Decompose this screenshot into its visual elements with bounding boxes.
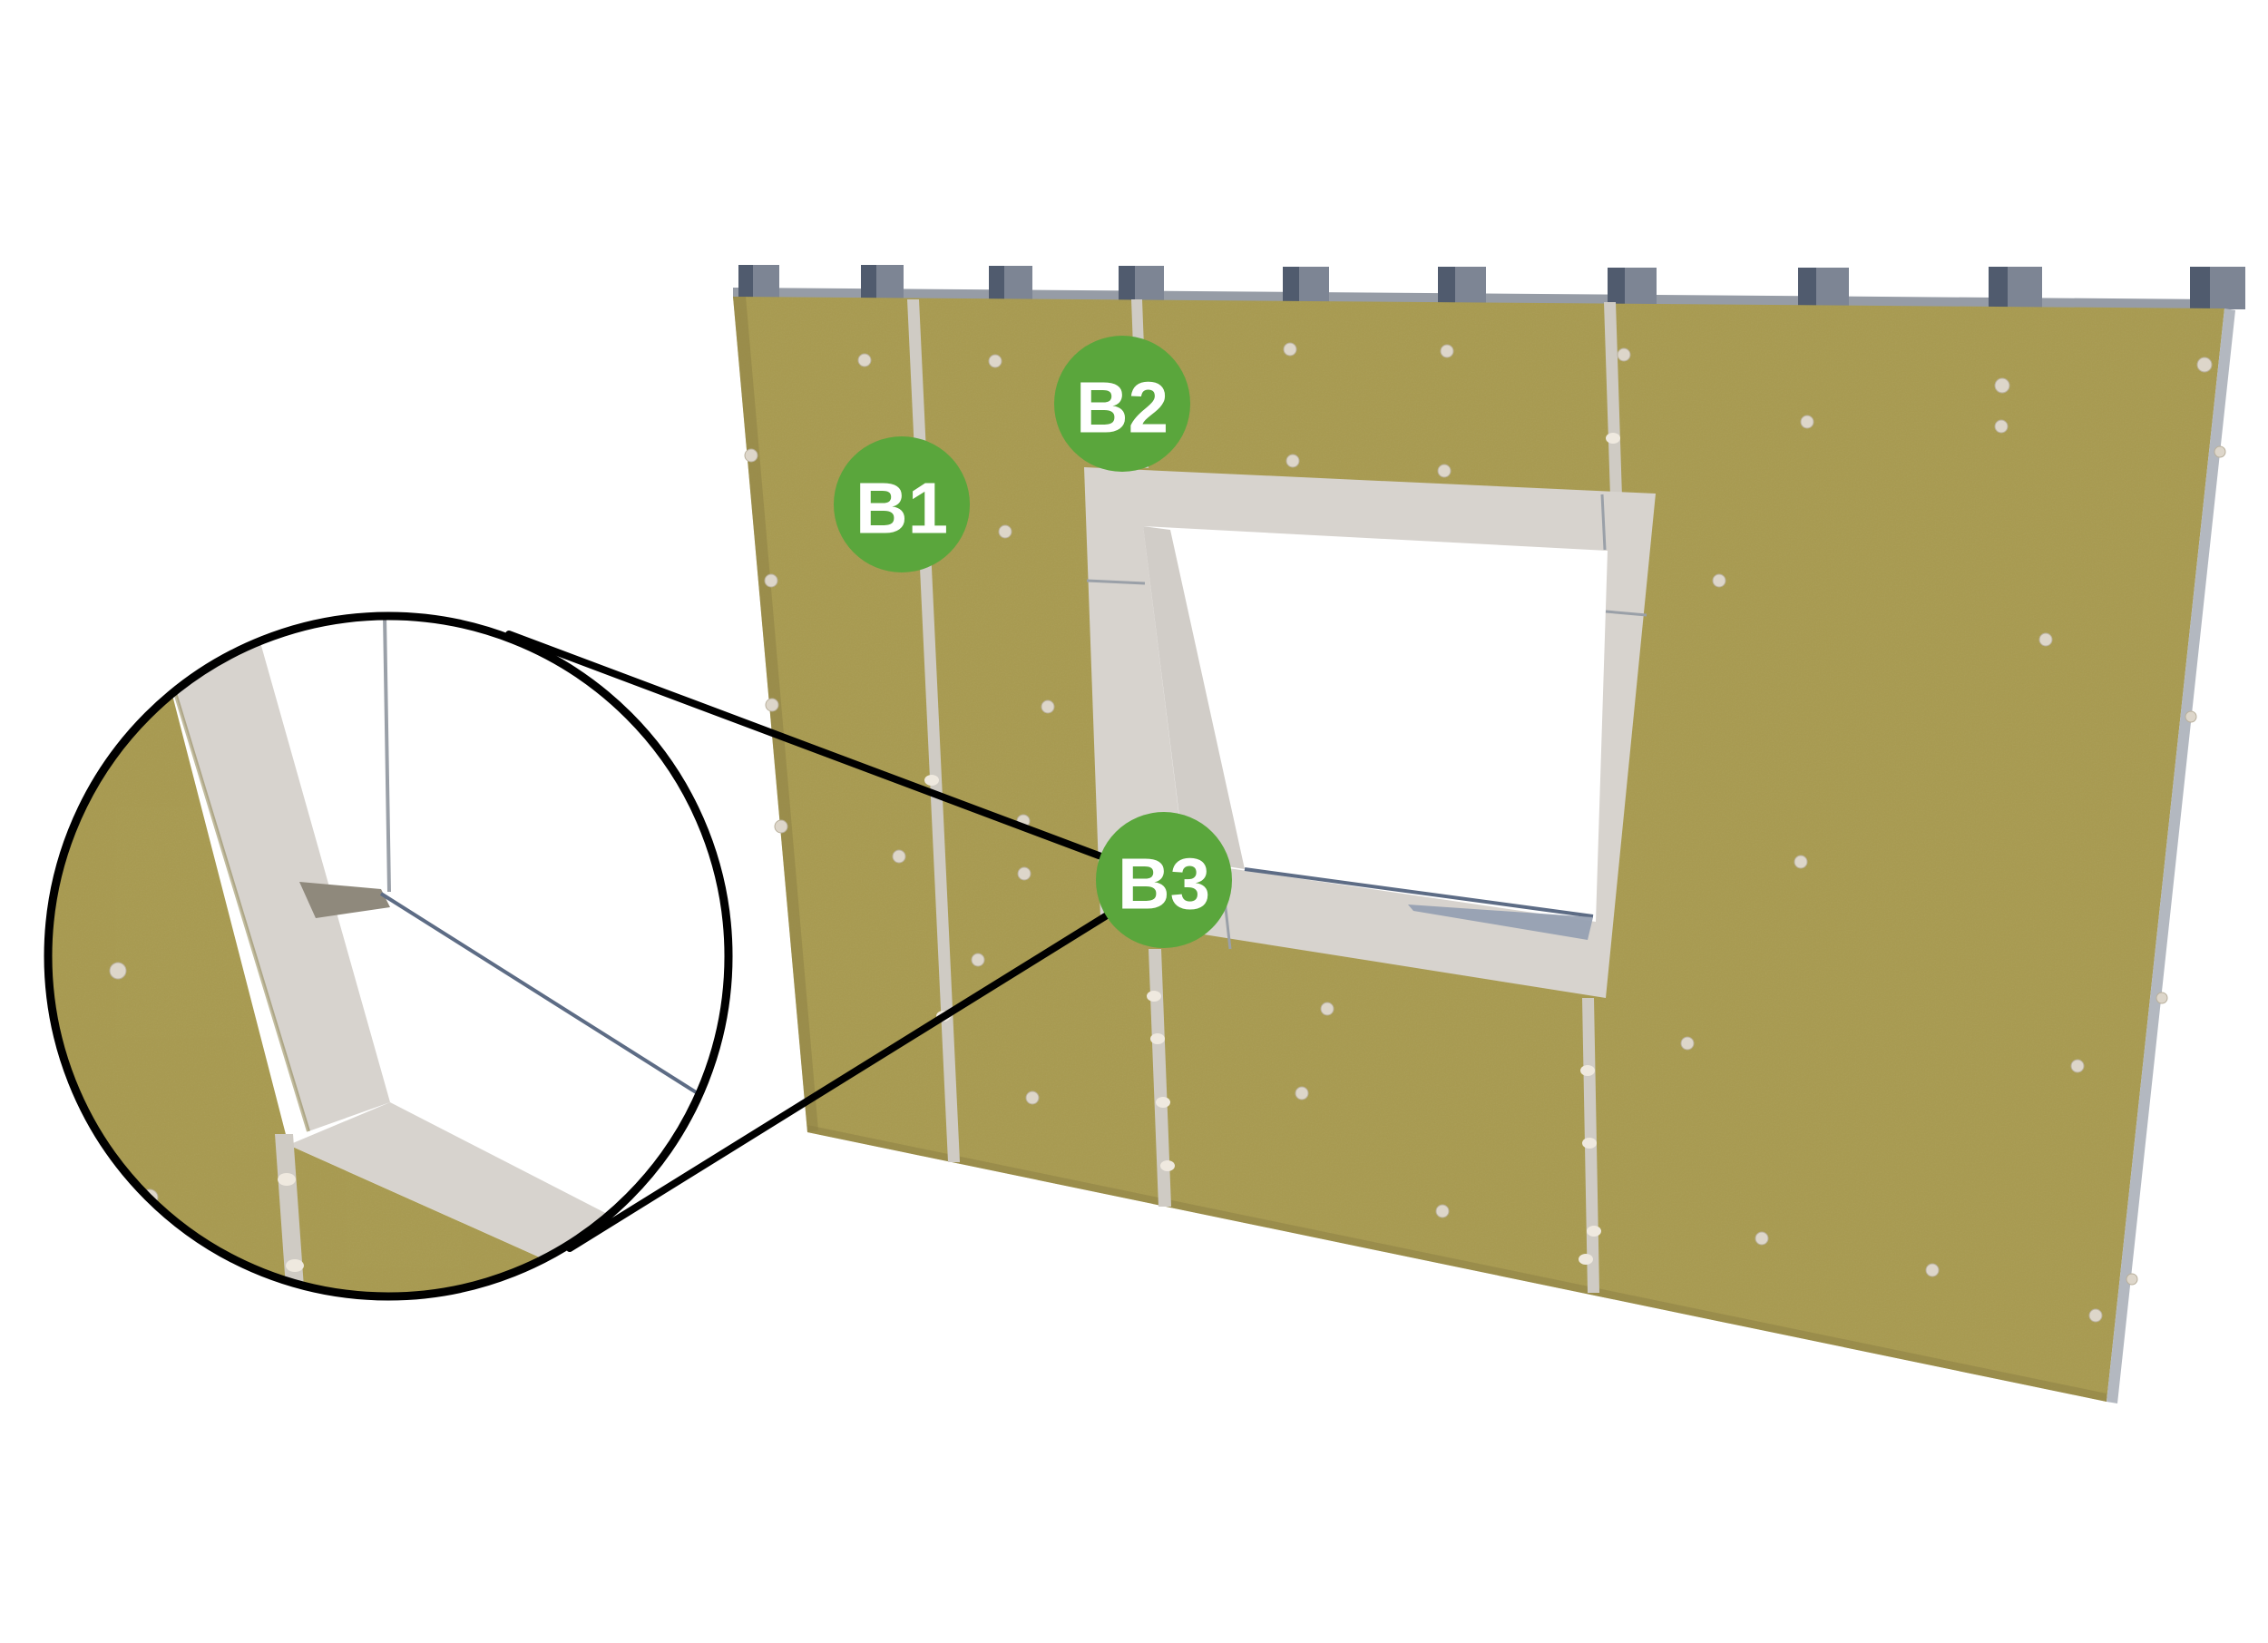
- magnified-corner-line: [383, 620, 391, 893]
- mounting-bracket-icon: [2190, 267, 2245, 309]
- callout-b2-label: B2: [1076, 367, 1168, 448]
- magnified-jamb: [145, 620, 390, 1131]
- mounting-bracket-icon: [989, 266, 1032, 303]
- mounting-bracket-icon: [1989, 267, 2042, 308]
- seam-above-window-right: [1604, 302, 1622, 497]
- wall-left-edge-shade: [733, 297, 818, 1132]
- dowel-dots: [744, 342, 2226, 1323]
- sill-inner-edge: [1244, 867, 1594, 918]
- mounting-bracket-icon: [738, 265, 779, 301]
- callout-lines: [505, 631, 1168, 1252]
- mounting-bracket-icon: [1283, 267, 1329, 305]
- frame-seam-right: [1605, 610, 1647, 617]
- mounting-bracket-icon: [861, 265, 904, 302]
- window-reveal-shade: [1143, 526, 1245, 869]
- wall-bottom-edge-shade: [807, 1125, 2107, 1402]
- mounting-bracket-icon: [1608, 268, 1657, 308]
- frame-seam-left: [1086, 579, 1146, 585]
- magnifier-detail: [44, 611, 733, 1301]
- callout-b1-label: B1: [855, 468, 948, 549]
- seam-below-window-left: [1149, 949, 1171, 1207]
- wall-right-edge-face: [2107, 308, 2235, 1403]
- mounting-brackets: [738, 265, 2245, 309]
- callout-b1[interactable]: B1: [834, 436, 970, 572]
- mounting-bracket-icon: [1438, 267, 1486, 306]
- callout-b3-circle[interactable]: [1096, 812, 1232, 948]
- magnified-corner-wedge: [299, 882, 390, 918]
- frame-seam-top-right: [1600, 494, 1607, 551]
- mounting-bracket-icon: [1119, 266, 1164, 304]
- mounting-bracket-icon: [1798, 268, 1849, 308]
- sill-shadow-wedge: [1408, 905, 1593, 940]
- magnified-sill-edge: [379, 892, 702, 1097]
- callout-b2[interactable]: B2: [1054, 336, 1190, 472]
- callout-b3[interactable]: B3: [1096, 812, 1232, 948]
- magnifier-line-lower: [566, 876, 1168, 1252]
- callout-b3-label: B3: [1118, 844, 1210, 924]
- callout-b1-circle[interactable]: [834, 436, 970, 572]
- window-opening: [1143, 526, 1608, 922]
- callout-b2-circle[interactable]: [1054, 336, 1190, 472]
- magnifier-circle: [44, 611, 733, 1301]
- magnifier-line-upper: [505, 631, 1168, 884]
